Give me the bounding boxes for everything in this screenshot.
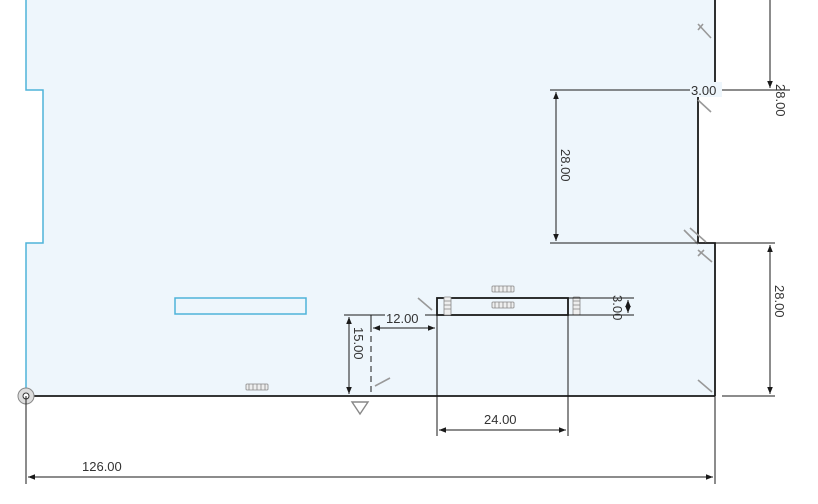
constraint-vertical-icon[interactable]	[572, 296, 581, 316]
sketch-profile-fill	[26, 0, 715, 396]
slot-rectangle-right[interactable]	[436, 297, 569, 316]
dim-slot-offset-x-label[interactable]: 12.00	[386, 311, 419, 326]
dim-slot-height-label[interactable]: 3.00	[610, 295, 625, 320]
perpendicular-constraint-icon[interactable]	[374, 23, 713, 393]
dim-slot-width-label[interactable]: 24.00	[484, 412, 517, 427]
dim-notch-height-label[interactable]: 28.00	[558, 149, 573, 182]
dim-label-bg	[385, 311, 425, 326]
constraint-horizontal-icon[interactable]	[245, 383, 269, 391]
dim-overall-width-label[interactable]: 126.00	[82, 459, 122, 474]
slot-rectangle-left[interactable]	[174, 297, 307, 315]
fix-constraint-icon[interactable]	[350, 401, 370, 416]
dim-slot-offset-y-label[interactable]: 15.00	[351, 327, 366, 360]
left-edge-profile[interactable]	[25, 0, 44, 396]
constraint-horizontal-icon[interactable]	[491, 301, 515, 309]
dim-label-bg	[690, 82, 722, 97]
right-edge-profile[interactable]	[697, 0, 716, 396]
dim-top-right-label[interactable]: 28.00	[773, 84, 788, 117]
constraint-horizontal-icon[interactable]	[491, 285, 515, 293]
dim-lower-right-label[interactable]: 28.00	[772, 285, 787, 318]
dim-notch-width-label[interactable]: 3.00	[691, 83, 716, 98]
constraint-vertical-icon[interactable]	[443, 296, 452, 316]
